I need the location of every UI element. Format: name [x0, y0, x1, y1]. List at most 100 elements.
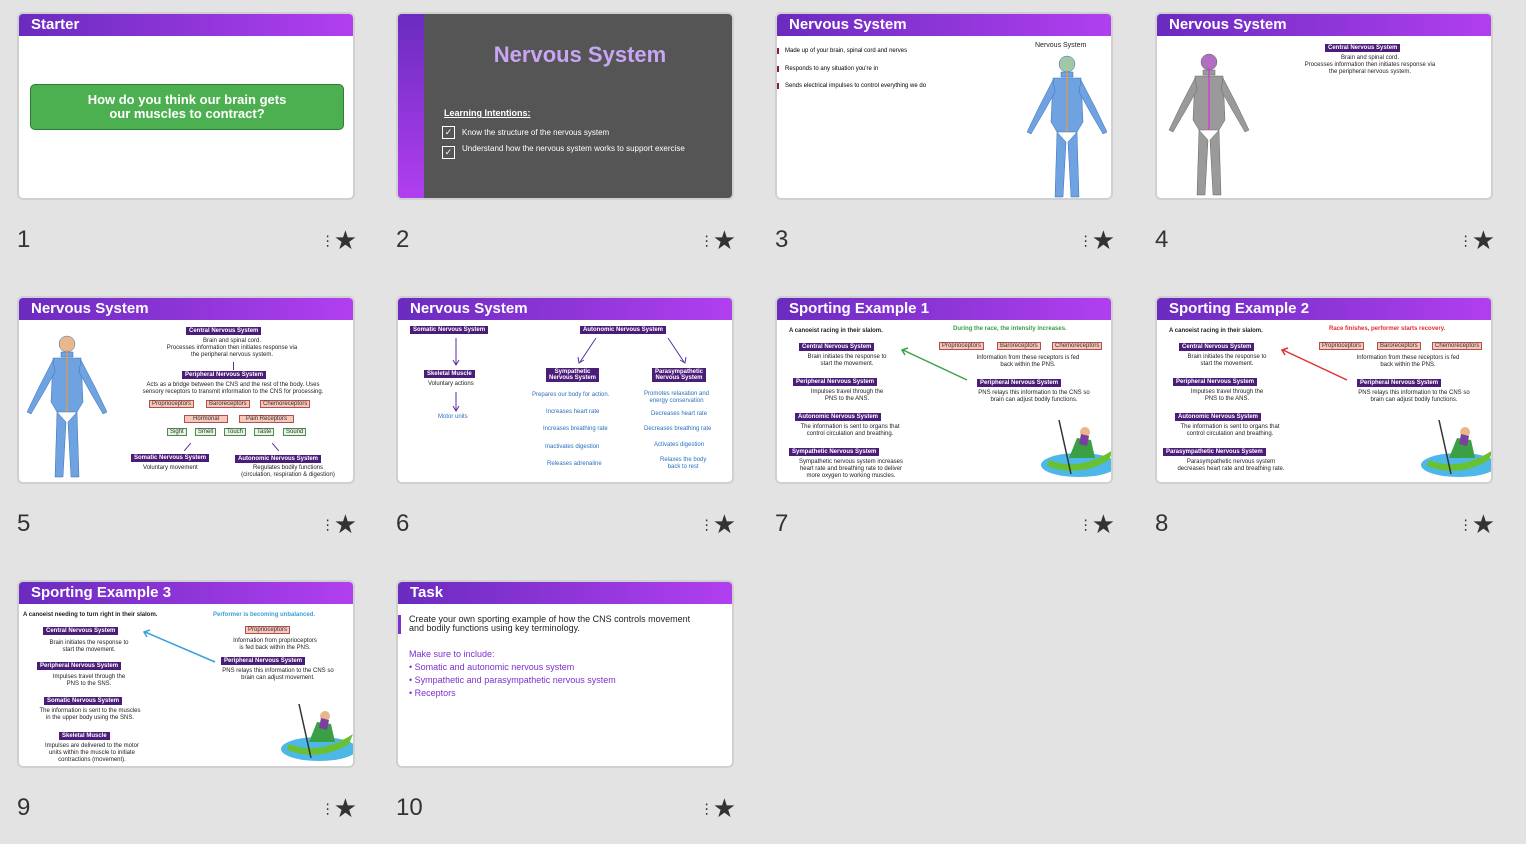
skeletal-label: Skeletal Muscle — [424, 370, 475, 378]
slide-title: Nervous System — [789, 16, 907, 33]
intro-text: A canoeist racing in their slalom. — [1169, 328, 1263, 334]
pns-feedback-text: PNS relays this information to the CNS s… — [978, 390, 1090, 403]
pns-label: Peripheral Nervous System — [793, 378, 878, 386]
sympathetic-item: Inactivates digestion — [545, 444, 600, 450]
receptor-pill: Proprioceptors — [149, 400, 195, 408]
slide-thumbnail-4[interactable]: Nervous System Central Nervous System Br… — [1155, 12, 1493, 200]
favorite-star-icon[interactable]: ⋮★ — [699, 510, 736, 540]
favorite-star-icon[interactable]: ⋮★ — [699, 794, 736, 824]
receptor-pill: Baroreceptors — [997, 342, 1041, 350]
slide-thumbnail-1[interactable]: Starter How do you think our brain gets … — [17, 12, 355, 200]
cns-label: Central Nervous System — [186, 327, 262, 335]
feedback-arrow — [900, 347, 968, 381]
autonomic-text: Regulates bodily functions (circulation,… — [241, 465, 335, 478]
slide-thumbnail-9[interactable]: Sporting Example 3 A canoeist needing to… — [17, 580, 355, 768]
event-text: During the race, the intensity increases… — [953, 326, 1067, 332]
slide-title-bar: Nervous System — [398, 298, 732, 320]
nervous-system-figure — [1026, 55, 1108, 198]
favorite-star-icon[interactable]: ⋮★ — [1458, 226, 1495, 256]
slide-title-bar: Sporting Example 2 — [1157, 298, 1491, 320]
feedback-arrow — [142, 629, 216, 663]
slide-title-bar: Nervous System — [1157, 14, 1491, 36]
event-text: Race finishes, performer starts recovery… — [1329, 326, 1446, 332]
slide-thumbnail-7[interactable]: Sporting Example 1 A canoeist racing in … — [775, 296, 1113, 484]
starter-question: How do you think our brain gets our musc… — [87, 91, 287, 121]
slide-number: 3 — [775, 226, 789, 253]
slide-thumbnail-2[interactable]: Nervous System Learning Intentions: ✓ Kn… — [396, 12, 734, 200]
somatic-text: Voluntary movement — [143, 465, 198, 471]
receptor-pill: Proprioceptors — [939, 342, 985, 350]
slide-thumbnail-5[interactable]: Nervous System Central Nervous System Br… — [17, 296, 355, 484]
slide-cell-7: Sporting Example 1 A canoeist racing in … — [775, 296, 1117, 556]
favorite-star-icon[interactable]: ⋮★ — [320, 510, 357, 540]
intro-text: A canoeist needing to turn right in thei… — [23, 612, 158, 618]
somatic-label: Somatic Nervous System — [131, 454, 210, 462]
slide-cell-10: Task Create your own sporting example of… — [396, 580, 738, 840]
pns-text: Impulses travel through the PNS to the S… — [52, 674, 126, 687]
cns-label: Central Nervous System — [799, 343, 875, 351]
slide-thumbnail-10[interactable]: Task Create your own sporting example of… — [396, 580, 734, 768]
slide-title: Task — [410, 584, 444, 601]
parasympathetic-item: Relaxes the body back to rest — [660, 457, 707, 470]
checkbox-icon: ✓ — [442, 126, 455, 139]
slide-title: Nervous System — [1169, 16, 1287, 33]
learning-intentions-heading: Learning Intentions: — [444, 108, 531, 118]
cns-label: Central Nervous System — [43, 627, 119, 635]
pns-label: Peripheral Nervous System — [37, 662, 122, 670]
intro-text: A canoeist racing in their slalom. — [789, 328, 883, 334]
autonomic-label: Autonomic Nervous System — [235, 455, 322, 463]
slide-thumbnail-3[interactable]: Nervous System Made up of your brain, sp… — [775, 12, 1113, 200]
pns-feedback-label: Peripheral Nervous System — [221, 657, 306, 665]
favorite-star-icon[interactable]: ⋮★ — [699, 226, 736, 256]
cns-text: Brain initiates the response to start th… — [49, 640, 129, 653]
slide-title: Sporting Example 1 — [789, 300, 930, 317]
skeletal-text: Impulses are delivered to the motor unit… — [44, 743, 140, 763]
parasympathetic-item: Activates digestion — [654, 442, 705, 448]
slide-cell-9: Sporting Example 3 A canoeist needing to… — [17, 580, 359, 840]
pns-feedback-text: PNS relays this information to the CNS s… — [222, 668, 334, 681]
pns-text: Impulses travel through the PNS to the A… — [1190, 389, 1264, 402]
slide-title-bar: Task — [398, 582, 732, 604]
receptor-pill: Hormonal — [184, 415, 229, 423]
canoeist-icon — [1041, 419, 1111, 477]
sympathetic-item: Prepares our body for action. — [532, 392, 610, 398]
slide-number: 1 — [17, 226, 31, 253]
autonomic-label: Autonomic Nervous System — [1175, 413, 1262, 421]
receptor-text: Information from these receptors is fed … — [976, 355, 1080, 368]
task-text: Create your own sporting example of how … — [398, 614, 690, 634]
receptor-pill: Pain Receptors — [239, 415, 295, 423]
autonomic-text: The information is sent to organs that c… — [800, 424, 900, 437]
slide-title-bar: Sporting Example 3 — [19, 582, 353, 604]
event-text: Performer is becoming unbalanced. — [213, 612, 316, 618]
slide-cell-1: Starter How do you think our brain gets … — [17, 12, 359, 272]
favorite-star-icon[interactable]: ⋮★ — [1078, 510, 1115, 540]
bullet-3: Sends electrical impulses to control eve… — [777, 83, 926, 89]
slide-thumbnail-6[interactable]: Nervous System Somatic Nervous System Au… — [396, 296, 734, 484]
slide-title-bar: Nervous System — [19, 298, 353, 320]
receptor-text: Information from these receptors is fed … — [1356, 355, 1460, 368]
favorite-star-icon[interactable]: ⋮★ — [320, 226, 357, 256]
receptor-text: Information from proprioceptors is fed b… — [233, 638, 317, 651]
favorite-star-icon[interactable]: ⋮★ — [320, 794, 357, 824]
nervous-system-figure — [26, 335, 108, 478]
sympathetic-label: Sympathetic Nervous System — [546, 368, 600, 382]
sense-pill: Touch — [224, 428, 247, 436]
slide-number: 2 — [396, 226, 410, 253]
autonomic-label: Autonomic Nervous System — [795, 413, 882, 421]
learning-intention-1: Know the structure of the nervous system — [462, 128, 610, 137]
receptor-pill: Proprioceptors — [1319, 342, 1365, 350]
favorite-star-icon[interactable]: ⋮★ — [1458, 510, 1495, 540]
slide-number: 5 — [17, 510, 31, 537]
pns-text: Acts as a bridge between the CNS and the… — [142, 382, 324, 395]
slide-thumbnail-8[interactable]: Sporting Example 2 A canoeist racing in … — [1155, 296, 1493, 484]
slide-cell-4: Nervous System Central Nervous System Br… — [1155, 12, 1497, 272]
cns-text: Brain initiates the response to start th… — [807, 354, 887, 367]
somatic-label: Somatic Nervous System — [44, 697, 123, 705]
autonomic-label: Autonomic Nervous System — [580, 326, 667, 334]
skeletal-text: Voluntary actions — [428, 381, 474, 387]
slide-number: 10 — [396, 794, 423, 821]
motor-text: Motor units — [438, 414, 468, 420]
cns-text: Brain and spinal cord. Processes informa… — [166, 338, 298, 358]
favorite-star-icon[interactable]: ⋮★ — [1078, 226, 1115, 256]
receptor-pill: Baroreceptors — [206, 400, 250, 408]
